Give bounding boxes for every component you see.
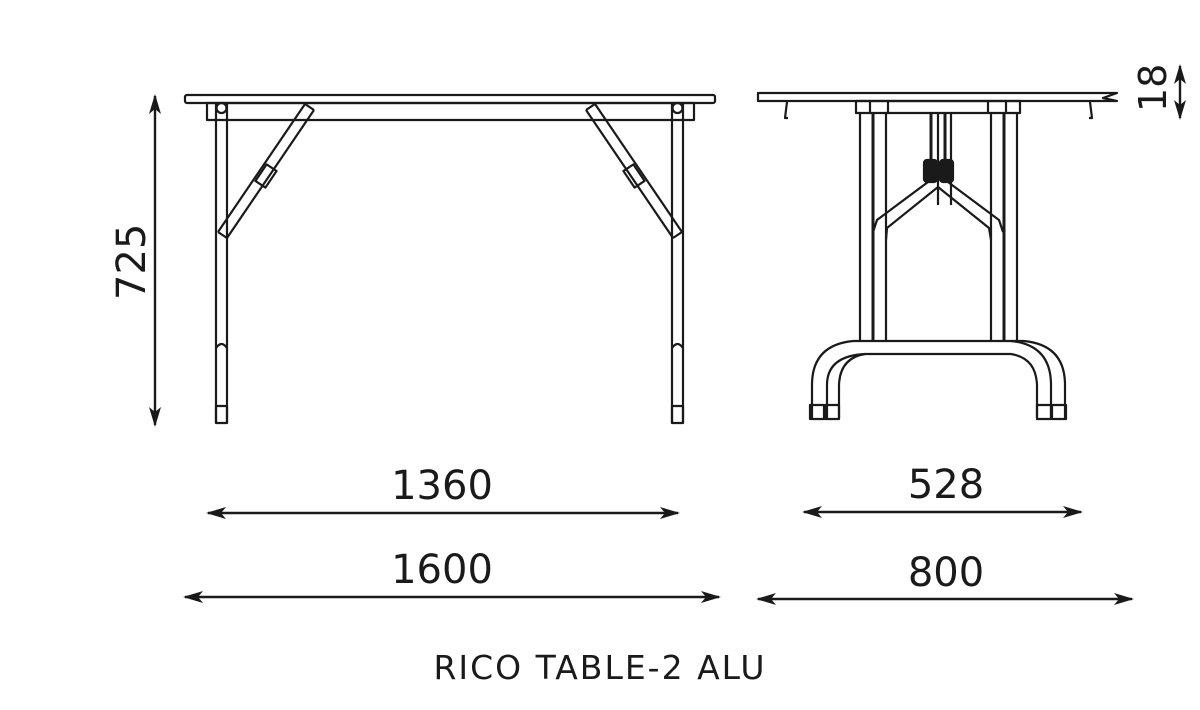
dim-label-thickness: 18	[1131, 63, 1175, 112]
dimension-lines	[149, 64, 1186, 605]
front-view	[183, 93, 717, 425]
front-table-top	[183, 93, 717, 105]
front-left-leg	[214, 101, 229, 425]
side-view	[756, 91, 1119, 421]
dim-label-total-width: 800	[907, 550, 985, 596]
side-table-top	[756, 91, 1119, 103]
front-right-leg	[670, 101, 685, 425]
dim-label-total-length: 1600	[391, 547, 493, 593]
front-apron	[205, 101, 696, 122]
dim-label-inner-length: 1360	[391, 463, 493, 509]
dim-label-inner-width: 528	[907, 462, 985, 508]
front-right-brace	[585, 103, 683, 239]
product-title: RICO TABLE-2 ALU	[433, 648, 767, 687]
front-left-brace	[217, 103, 315, 239]
dim-label-height: 725	[109, 223, 155, 300]
